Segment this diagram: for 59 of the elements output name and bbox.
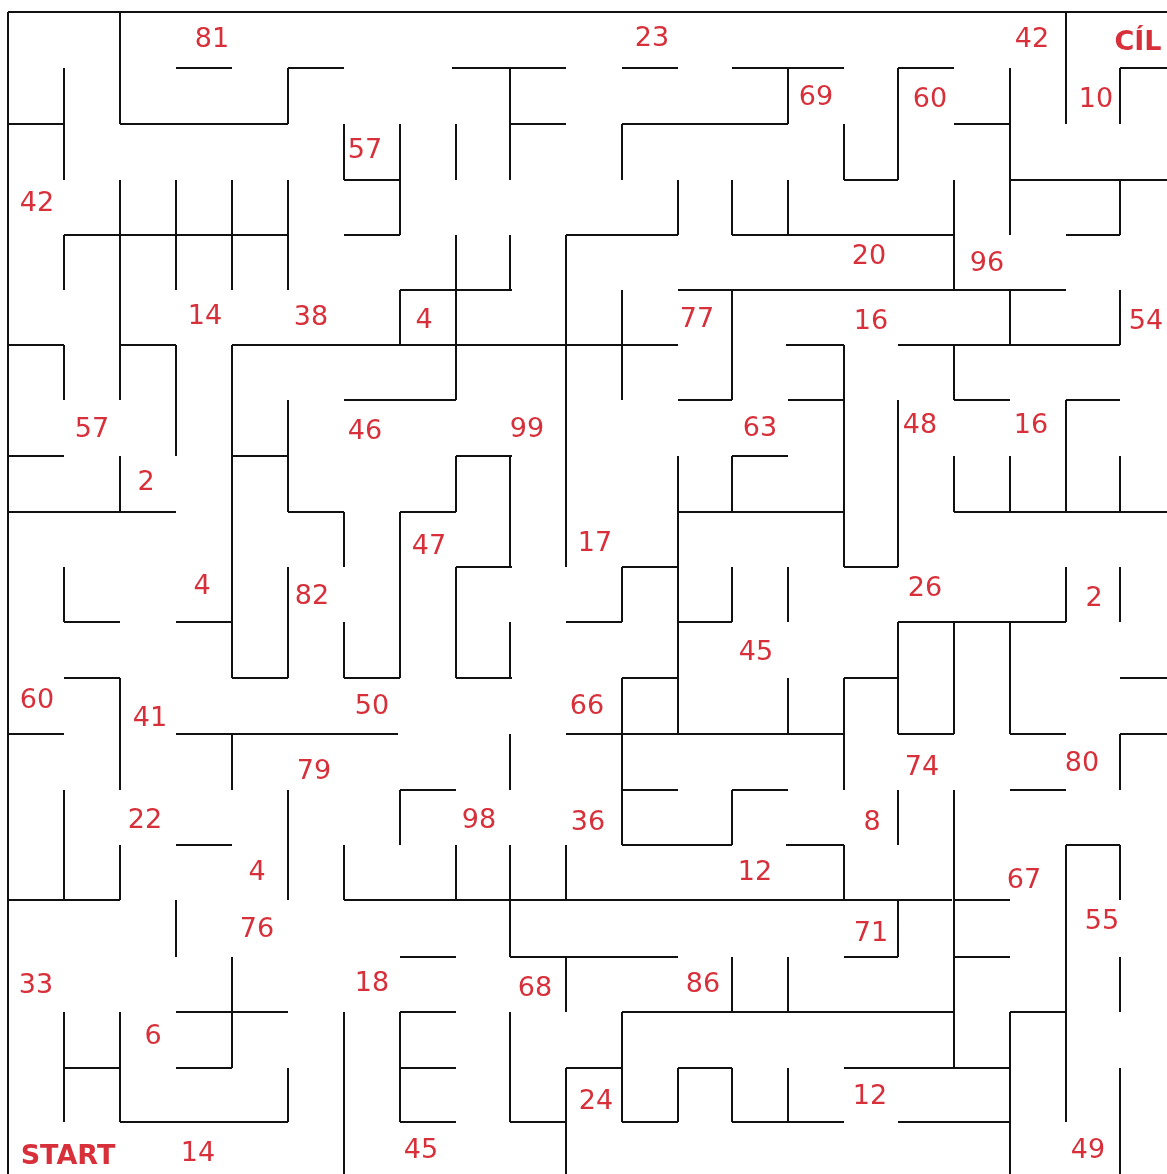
maze-number: 16 bbox=[853, 305, 889, 333]
maze-number: 71 bbox=[853, 917, 889, 945]
maze-number: 8 bbox=[863, 806, 881, 834]
maze-number: 49 bbox=[1070, 1134, 1106, 1162]
maze-number: 77 bbox=[679, 303, 715, 331]
maze-number: 96 bbox=[969, 247, 1005, 275]
maze-number: 6 bbox=[144, 1020, 162, 1048]
maze-number: 48 bbox=[902, 409, 938, 437]
maze-number: 2 bbox=[137, 466, 155, 494]
maze-number: 98 bbox=[461, 804, 497, 832]
maze-number: 36 bbox=[570, 806, 606, 834]
maze-number: 33 bbox=[18, 969, 54, 997]
maze-number: 63 bbox=[742, 412, 778, 440]
maze-number: 76 bbox=[239, 913, 275, 941]
maze-number: 69 bbox=[798, 81, 834, 109]
maze-number: 4 bbox=[415, 304, 433, 332]
maze-number: 57 bbox=[74, 413, 110, 441]
maze-number: 60 bbox=[912, 83, 948, 111]
maze-number: 66 bbox=[569, 690, 605, 718]
maze-number: 67 bbox=[1006, 864, 1042, 892]
maze-number: 18 bbox=[354, 967, 390, 995]
maze-number: 26 bbox=[907, 572, 943, 600]
maze-number: 23 bbox=[634, 22, 670, 50]
maze-number: 45 bbox=[403, 1134, 439, 1162]
maze-number: 99 bbox=[509, 413, 545, 441]
maze-number: 54 bbox=[1128, 305, 1164, 333]
maze-number: 14 bbox=[180, 1137, 216, 1165]
maze-number: 2 bbox=[1085, 582, 1103, 610]
maze-number: 42 bbox=[1014, 23, 1050, 51]
maze-number: 55 bbox=[1084, 905, 1120, 933]
maze-number: 42 bbox=[19, 187, 55, 215]
maze-number: 22 bbox=[127, 804, 163, 832]
maze-number: 45 bbox=[738, 636, 774, 664]
finish-label: CÍL bbox=[1114, 26, 1162, 54]
maze-number: 24 bbox=[578, 1085, 614, 1113]
start-label: START bbox=[20, 1140, 116, 1168]
maze-number: 68 bbox=[517, 972, 553, 1000]
maze-number: 60 bbox=[19, 684, 55, 712]
maze-number: 79 bbox=[296, 755, 332, 783]
maze-number: 38 bbox=[293, 301, 329, 329]
maze-number: 16 bbox=[1013, 409, 1049, 437]
maze-number: 41 bbox=[132, 702, 168, 730]
maze-number: 46 bbox=[347, 415, 383, 443]
maze-number: 4 bbox=[193, 570, 211, 598]
maze-number: 80 bbox=[1064, 747, 1100, 775]
maze-number: 12 bbox=[737, 856, 773, 884]
maze-number: 4 bbox=[248, 856, 266, 884]
maze-number: 20 bbox=[851, 240, 887, 268]
maze-number: 12 bbox=[852, 1080, 888, 1108]
maze-number: 57 bbox=[347, 134, 383, 162]
maze-number: 82 bbox=[294, 580, 330, 608]
maze-number: 74 bbox=[904, 751, 940, 779]
maze-number: 86 bbox=[685, 968, 721, 996]
maze-number: 17 bbox=[577, 527, 613, 555]
maze-number: 10 bbox=[1078, 83, 1114, 111]
maze-number: 47 bbox=[411, 530, 447, 558]
maze-number: 81 bbox=[194, 23, 230, 51]
maze-number: 50 bbox=[354, 690, 390, 718]
maze-number: 14 bbox=[187, 300, 223, 328]
